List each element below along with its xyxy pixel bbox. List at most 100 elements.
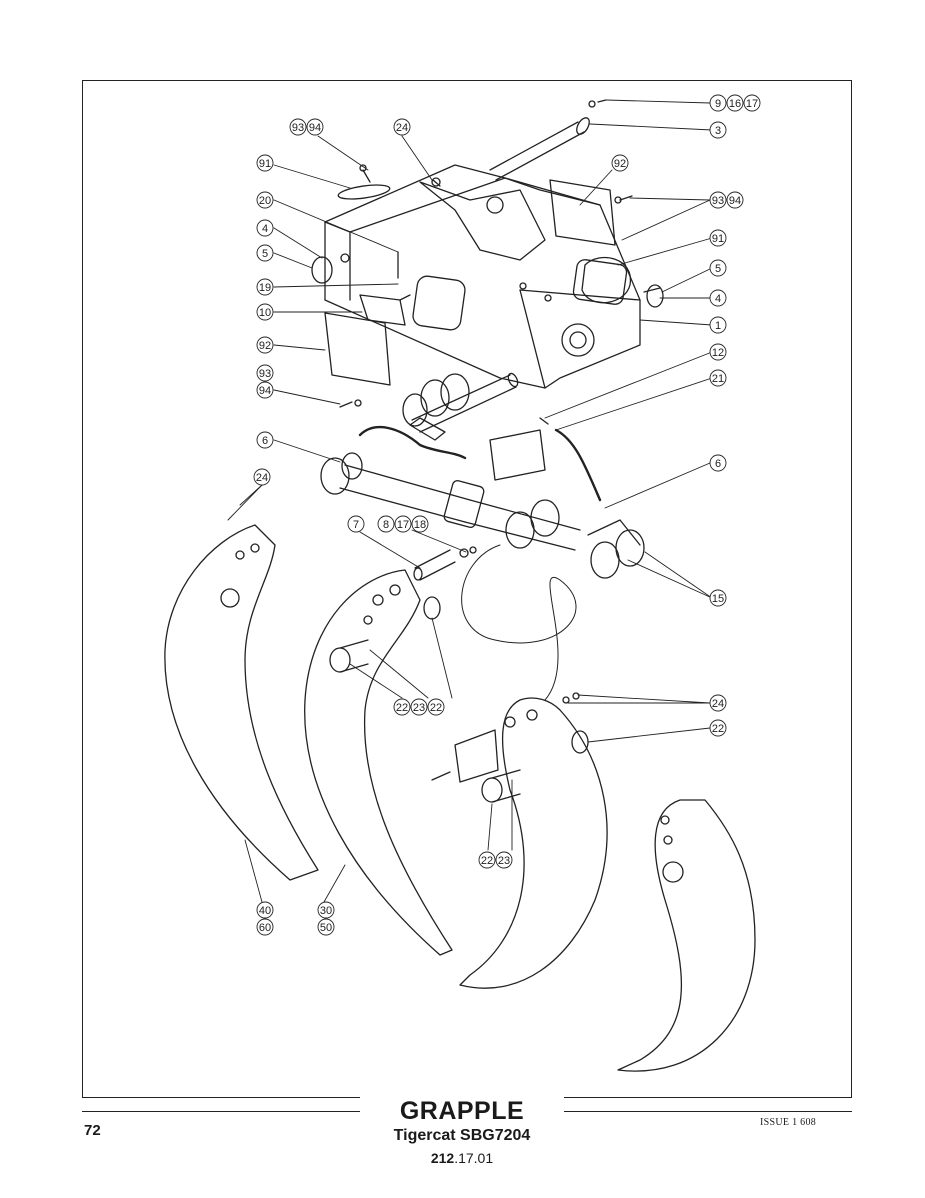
callout-24-top: 24: [393, 118, 411, 136]
callout-balloon: [411, 515, 429, 533]
callout-10: 10: [256, 303, 274, 321]
callout-label: 8: [383, 519, 389, 531]
callout-balloon: [347, 515, 365, 533]
title-rule-left: [82, 1111, 372, 1112]
callout-label: 9: [715, 98, 721, 110]
callout-label: 93: [259, 368, 271, 380]
callout-balloon: [709, 289, 727, 307]
callout-label: 10: [259, 307, 271, 319]
callout-label: 5: [262, 248, 268, 260]
cover-plate-left: [324, 312, 391, 386]
callout-label: 19: [259, 282, 271, 294]
callout-balloon: [256, 219, 274, 237]
callout-label: 17: [746, 98, 758, 110]
callout-4-left: 4: [256, 219, 274, 237]
document-number-major: 212: [430, 1150, 455, 1166]
callout-label: 22: [712, 723, 724, 735]
callout-21: 21: [709, 369, 727, 387]
callout-92-right: 92: [611, 154, 629, 172]
document-number: 212.17.01: [330, 1150, 594, 1166]
callout-93-94-top: 93 94: [289, 118, 324, 136]
callout-20: 20: [256, 191, 274, 209]
callout-label: 22: [430, 702, 442, 714]
top-shaft: [489, 99, 607, 181]
callout-label: 5: [715, 263, 721, 275]
callout-6-right: 6: [709, 454, 727, 472]
callout-9-16-17: 9 16 17: [709, 94, 761, 112]
cover-right-small: [581, 256, 632, 304]
callout-balloon: [394, 515, 412, 533]
callout-balloon: [256, 381, 274, 399]
callout-balloon: [709, 343, 727, 361]
callout-label: 60: [259, 922, 271, 934]
callout-layer: 9 16 17 3 93 94 24 92 91 93 94 20 91 4 5 5 19 4 10 1 92 12 93 9…: [253, 94, 761, 936]
callout-label: 94: [729, 195, 741, 207]
callout-label: 1: [715, 320, 721, 332]
callout-balloon: [256, 918, 274, 936]
title-rule-right: [552, 1111, 852, 1112]
callout-label: 93: [292, 122, 304, 134]
tine-front: [459, 697, 608, 989]
callout-label: 16: [729, 98, 741, 110]
callout-balloon: [611, 154, 629, 172]
center-shaft: [402, 372, 519, 441]
callout-balloon: [726, 94, 744, 112]
callout-label: 6: [262, 435, 268, 447]
callout-22-23-22: 22 23 22: [393, 698, 445, 716]
callout-label: 91: [712, 233, 724, 245]
callout-label: 23: [498, 855, 510, 867]
callout-label: 30: [320, 905, 332, 917]
callout-balloon: [256, 364, 274, 382]
callout-label: 7: [353, 519, 359, 531]
callout-label: 6: [715, 458, 721, 470]
callout-7: 7: [347, 515, 365, 533]
callout-balloon: [317, 901, 335, 919]
callout-balloon: [256, 431, 274, 449]
callout-19: 19: [256, 278, 274, 296]
drawing-title: GRAPPLE: [360, 1096, 564, 1126]
callout-24-left: 24: [253, 468, 271, 486]
callout-balloon: [709, 94, 727, 112]
tine-middle: [304, 569, 453, 956]
callout-12: 12: [709, 343, 727, 361]
callout-91-right: 91: [709, 229, 727, 247]
callout-label: 93: [712, 195, 724, 207]
callout-label: 12: [712, 347, 724, 359]
callout-balloon: [709, 191, 727, 209]
hydraulic-cylinder: [320, 429, 581, 551]
tine-far-right: [617, 799, 756, 1072]
callout-label: 92: [259, 340, 271, 352]
page-number: 72: [84, 1122, 101, 1139]
callout-92-left: 92: [256, 336, 274, 354]
callout-balloon: [495, 851, 513, 869]
callout-3: 3: [709, 121, 727, 139]
callout-label: 91: [259, 158, 271, 170]
callout-label: 22: [396, 702, 408, 714]
document-number-minor: .17.01: [454, 1150, 494, 1166]
callout-label: 23: [413, 702, 425, 714]
valve-block: [359, 294, 406, 326]
callout-label: 4: [262, 223, 268, 235]
hose-loop: [461, 544, 577, 701]
callout-label: 15: [712, 593, 724, 605]
callout-balloon: [256, 303, 274, 321]
callout-balloon: [709, 316, 727, 334]
callout-balloon: [410, 698, 428, 716]
hose-right: [554, 428, 602, 502]
callout-22-right: 22: [709, 719, 727, 737]
callout-label: 4: [715, 293, 721, 305]
callout-91-left: 91: [256, 154, 274, 172]
callout-24-right: 24: [709, 694, 727, 712]
callout-5-right: 5: [709, 259, 727, 277]
issue-stamp: ISSUE 1 608: [760, 1117, 817, 1128]
callout-label: 94: [309, 122, 321, 134]
callout-label: 21: [712, 373, 724, 385]
callout-balloon: [743, 94, 761, 112]
callout-balloon: [726, 191, 744, 209]
link-right: [587, 519, 645, 579]
callout-label: 17: [397, 519, 409, 531]
